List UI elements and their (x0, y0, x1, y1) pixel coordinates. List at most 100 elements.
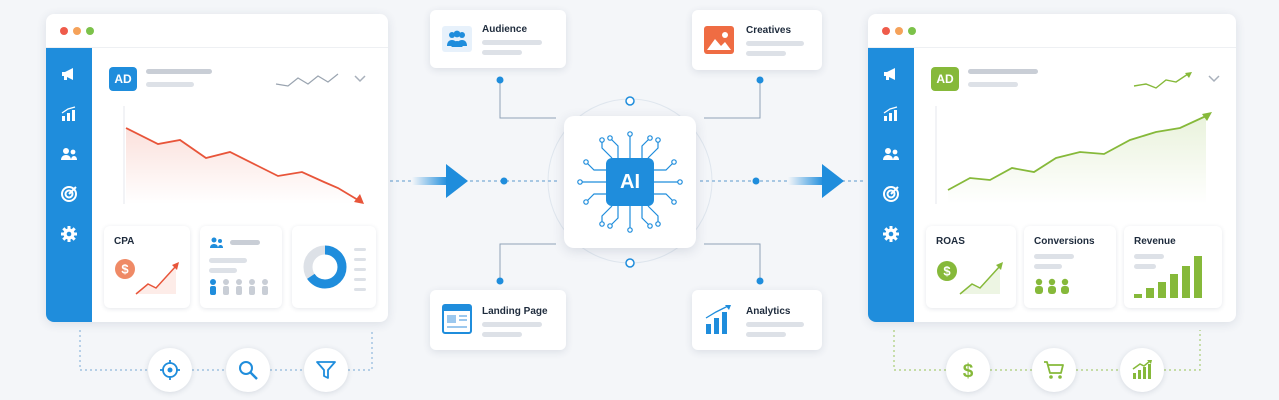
gear-icon[interactable] (59, 224, 79, 244)
crosshair-icon (160, 360, 180, 380)
sparkline-icon (275, 73, 339, 87)
text-placeholder (746, 322, 804, 327)
text-placeholder (482, 332, 522, 337)
search-button[interactable] (226, 348, 270, 392)
svg-text:$: $ (943, 264, 951, 279)
maximize-dot[interactable] (908, 27, 916, 35)
audience-label: Audience (482, 24, 528, 35)
filter-icon (316, 361, 336, 379)
donut-chart-icon (303, 245, 347, 289)
bar-chart-icon[interactable] (59, 104, 79, 124)
cart-icon (1044, 361, 1064, 379)
text-placeholder (1134, 264, 1156, 269)
text-placeholder (482, 322, 542, 327)
megaphone-icon[interactable] (881, 64, 901, 84)
subtitle-placeholder (968, 82, 1018, 87)
image-icon (704, 26, 734, 54)
conversions-label: Conversions (1034, 236, 1095, 247)
minimize-dot[interactable] (895, 27, 903, 35)
gear-icon[interactable] (881, 224, 901, 244)
after-dashboard-window: AD ROAS $ Conversions (868, 14, 1236, 322)
text-placeholder (482, 50, 522, 55)
text-placeholder (482, 40, 542, 45)
revenue-card: Revenue (1124, 226, 1222, 308)
revenue-label: Revenue (1134, 236, 1176, 247)
revenue-button[interactable]: $ (946, 348, 990, 392)
trend-up-arrow-icon (135, 262, 179, 295)
analytics-node[interactable]: Analytics (692, 290, 822, 350)
megaphone-icon[interactable] (59, 64, 79, 84)
legend-placeholder (354, 288, 366, 291)
text-placeholder (209, 258, 247, 263)
search-icon (239, 361, 258, 380)
circuit-traces (577, 131, 683, 233)
chevron-down-icon[interactable] (1208, 74, 1220, 84)
creatives-label: Creatives (746, 25, 792, 36)
cpa-label: CPA (114, 236, 135, 247)
minimize-dot[interactable] (73, 27, 81, 35)
cpa-card: CPA $ (104, 226, 190, 308)
subtitle-placeholder (146, 82, 194, 87)
legend-placeholder (354, 268, 366, 271)
maximize-dot[interactable] (86, 27, 94, 35)
flow-arrow-left (412, 164, 468, 198)
legend-placeholder (354, 248, 366, 251)
roas-label: ROAS (936, 236, 965, 247)
users-icon[interactable] (59, 144, 79, 164)
window-title-bar (868, 14, 1236, 48)
legend-placeholder (354, 278, 366, 281)
window-title-bar (46, 14, 388, 48)
title-placeholder (968, 69, 1038, 74)
donut-card (292, 226, 376, 308)
text-placeholder (1134, 254, 1164, 259)
growth-chart-icon (1132, 360, 1152, 379)
roas-card: ROAS $ (926, 226, 1016, 308)
landing-page-node[interactable]: Landing Page (430, 290, 566, 350)
close-dot[interactable] (882, 27, 890, 35)
audience-node[interactable]: Audience (430, 10, 566, 68)
text-placeholder (746, 51, 786, 56)
conversions-card: Conversions (1024, 226, 1116, 308)
users-icon[interactable] (881, 144, 901, 164)
crosshair-button[interactable] (148, 348, 192, 392)
legend-placeholder (354, 258, 366, 261)
text-placeholder (1034, 254, 1074, 259)
webpage-icon (442, 304, 472, 334)
decline-chart (123, 106, 364, 204)
text-placeholder (746, 41, 804, 46)
landing-page-label: Landing Page (482, 306, 548, 317)
filter-button[interactable] (304, 348, 348, 392)
growth-button[interactable] (1120, 348, 1164, 392)
users-icon (210, 237, 223, 248)
title-placeholder (146, 69, 212, 74)
chevron-down-icon[interactable] (354, 74, 366, 84)
text-placeholder (230, 240, 260, 245)
bar-chart-icon (705, 305, 731, 334)
ad-badge: AD (109, 67, 137, 91)
dollar-icon: $ (937, 261, 957, 281)
text-placeholder (1034, 264, 1062, 269)
users-icon (1035, 278, 1069, 294)
ai-hub[interactable]: AI (564, 116, 696, 248)
text-placeholder (746, 332, 786, 337)
cart-button[interactable] (1032, 348, 1076, 392)
before-dashboard-window: AD CPA $ (46, 14, 388, 322)
text-placeholder (209, 268, 237, 273)
dollar-icon: $ (115, 259, 135, 279)
analytics-label: Analytics (746, 306, 791, 317)
close-dot[interactable] (60, 27, 68, 35)
sparkline-icon (1133, 72, 1192, 89)
dollar-icon: $ (963, 361, 974, 381)
chip-icon: AI (606, 158, 654, 206)
audience-card (200, 226, 282, 308)
creatives-node[interactable]: Creatives (692, 10, 822, 70)
target-icon[interactable] (881, 184, 901, 204)
flow-arrow-right (788, 164, 844, 198)
svg-text:$: $ (963, 361, 974, 381)
ad-badge: AD (931, 67, 959, 91)
target-icon[interactable] (59, 184, 79, 204)
bar-chart-icon[interactable] (881, 104, 901, 124)
sidebar (46, 48, 92, 322)
svg-text:$: $ (121, 262, 129, 277)
